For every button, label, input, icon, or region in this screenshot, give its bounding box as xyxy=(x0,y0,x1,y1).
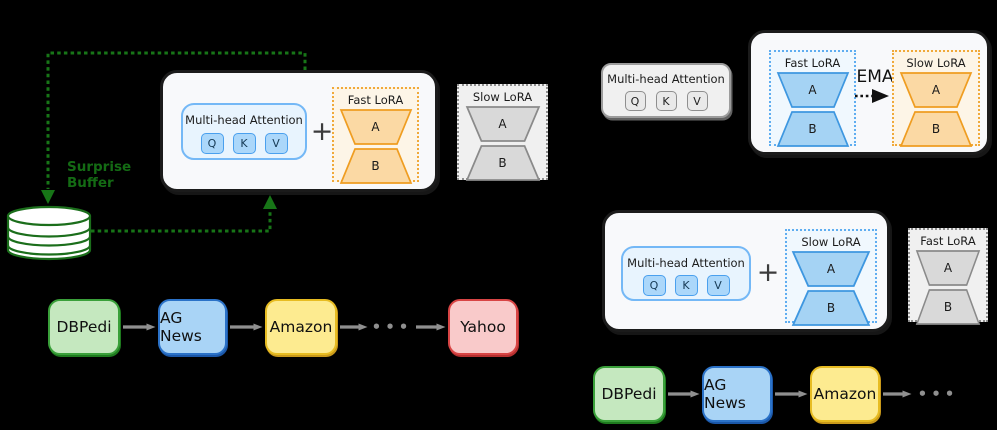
qkv-row: Q K V xyxy=(623,275,749,296)
trapezoid-up-icon xyxy=(339,148,412,184)
transformer-block-b: Multi-head Attention Q K V + Slow LoRA A… xyxy=(602,210,890,332)
trapezoid-down-icon xyxy=(465,106,540,142)
trapezoid-up-icon xyxy=(776,111,849,147)
matrix-b-label: B xyxy=(826,301,836,315)
slow-lora-title: Slow LoRA xyxy=(801,235,861,249)
q-head: Q xyxy=(624,91,646,111)
trapezoid-up-icon xyxy=(465,145,540,181)
replay-arrow xyxy=(91,209,272,233)
mha-title: Multi-head Attention xyxy=(607,72,725,86)
fast-lora-panel-c: Fast LoRA A B xyxy=(908,228,988,325)
task-agnews: AG News xyxy=(158,299,227,355)
matrix-a-label: A xyxy=(371,120,380,134)
ellipsis: ••• xyxy=(917,385,959,403)
multi-head-attention-box-a: Multi-head Attention Q K V xyxy=(181,103,307,160)
slow-lora-title: Slow LoRA xyxy=(906,56,966,70)
fast-lora-title: Fast LoRA xyxy=(920,234,976,248)
matrix-a-label: A xyxy=(808,83,817,97)
plus-sign: + xyxy=(756,257,780,288)
mha-title: Multi-head Attention xyxy=(627,256,745,270)
fast-lora-title: Fast LoRA xyxy=(784,56,841,70)
ema-label: EMA xyxy=(856,67,894,87)
k-head: K xyxy=(232,133,256,154)
slow-lora-title: Slow LoRA xyxy=(472,90,533,104)
v-head: V xyxy=(706,275,730,296)
task-dbpedia: DBPedi xyxy=(593,366,665,422)
multi-head-attention-box-b: Multi-head Attention Q K V xyxy=(601,63,731,118)
lora-matrix-a: A xyxy=(791,251,871,287)
lora-matrix-b: B xyxy=(465,145,540,181)
surprise-buffer-line1: Surprise xyxy=(67,159,132,175)
matrix-b-label: B xyxy=(943,300,953,314)
v-head: V xyxy=(264,133,288,154)
qkv-row: Q K V xyxy=(603,91,729,111)
trapezoid-up-icon xyxy=(791,290,871,326)
qkv-row: Q K V xyxy=(183,133,305,154)
trapezoid-down-icon xyxy=(915,250,981,286)
matrix-a-label: A xyxy=(943,261,953,275)
mha-title: Multi-head Attention xyxy=(185,113,303,127)
matrix-a-label: A xyxy=(826,262,836,276)
task-dbpedia: DBPedi xyxy=(48,299,120,355)
lora-matrix-a: A xyxy=(465,106,540,142)
trapezoid-down-icon xyxy=(776,72,849,108)
lora-matrix-b: B xyxy=(899,111,973,147)
trapezoid-down-icon xyxy=(899,72,973,108)
q-head: Q xyxy=(200,133,224,154)
ellipsis: ••• xyxy=(371,318,413,336)
task-yahoo: Yahoo xyxy=(448,299,518,355)
database-icon xyxy=(6,205,92,261)
lora-matrix-a: A xyxy=(339,109,412,145)
task-amazon: Amazon xyxy=(265,299,337,355)
trapezoid-up-icon xyxy=(915,289,981,325)
matrix-a-label: A xyxy=(931,83,941,97)
task-amazon: Amazon xyxy=(810,366,880,422)
slow-lora-panel-a: Slow LoRA A B xyxy=(457,84,548,181)
v-head: V xyxy=(686,91,708,111)
trapezoid-down-icon xyxy=(339,109,412,145)
matrix-b-label: B xyxy=(931,122,941,136)
transformer-block-a: Multi-head Attention Q K V + Fast LoRA A… xyxy=(160,70,438,192)
matrix-b-label: B xyxy=(808,122,817,136)
ema-update-box: Fast LoRA A B EMA Slow LoRA A B xyxy=(748,30,990,155)
multi-head-attention-box-c: Multi-head Attention Q K V xyxy=(621,246,751,301)
q-head: Q xyxy=(642,275,666,296)
k-head: K xyxy=(655,91,677,111)
lora-matrix-a: A xyxy=(899,72,973,108)
slow-lora-panel-c: Slow LoRA A B xyxy=(785,229,877,326)
surprise-buffer-line2: Buffer xyxy=(67,174,114,191)
lora-matrix-b: B xyxy=(339,148,412,184)
task-agnews: AG News xyxy=(702,366,772,422)
lora-matrix-a: A xyxy=(776,72,849,108)
lora-matrix-a: A xyxy=(915,250,981,286)
matrix-a-label: A xyxy=(498,117,507,131)
slow-lora-panel-b: Slow LoRA A B xyxy=(892,50,980,147)
k-head: K xyxy=(674,275,698,296)
matrix-b-label: B xyxy=(371,159,380,173)
arrowhead-up-icon xyxy=(263,195,277,209)
fast-lora-panel-b: Fast LoRA A B xyxy=(769,50,856,147)
matrix-b-label: B xyxy=(498,156,507,170)
lora-matrix-b: B xyxy=(915,289,981,325)
trapezoid-down-icon xyxy=(791,251,871,287)
trapezoid-up-icon xyxy=(899,111,973,147)
fast-lora-title: Fast LoRA xyxy=(347,93,404,107)
plus-sign: + xyxy=(310,116,334,147)
lora-matrix-b: B xyxy=(791,290,871,326)
lora-matrix-b: B xyxy=(776,111,849,147)
fast-lora-panel-a: Fast LoRA A B xyxy=(332,87,419,184)
arrowhead-down-icon xyxy=(41,190,55,204)
surprise-buffer-label: Surprise Buffer xyxy=(67,159,132,192)
